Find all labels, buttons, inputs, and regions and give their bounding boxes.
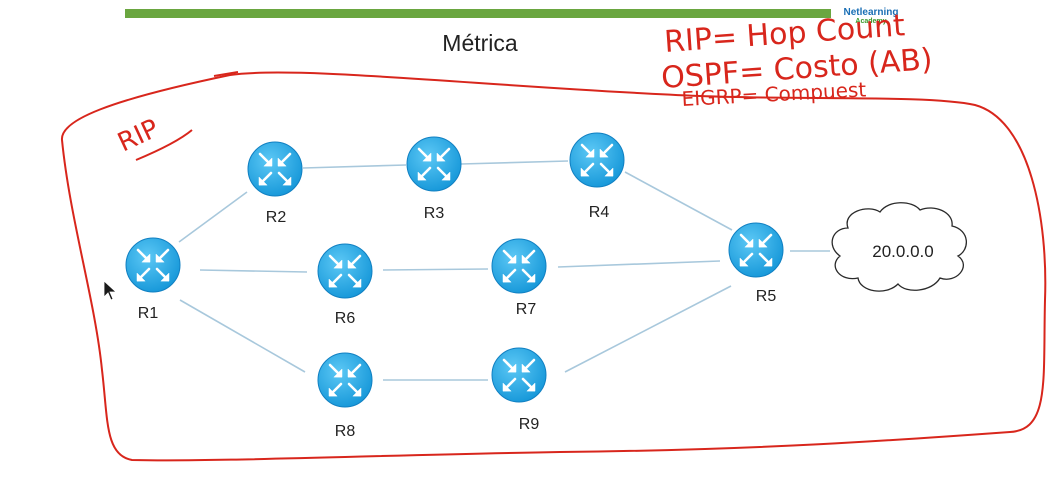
logo-name: Netlearning [843, 7, 899, 18]
logo-sub: Academy [855, 18, 887, 25]
router-r1-icon [124, 236, 182, 294]
link-r2-r3 [302, 164, 407, 169]
router-r3-icon [405, 135, 463, 193]
link-r6-r7 [382, 268, 489, 271]
slide-title: Métrica [442, 30, 518, 56]
link-r3-r4 [460, 160, 569, 165]
router-r2-label: R2 [266, 209, 287, 226]
router-r3-label: R3 [424, 205, 445, 222]
link-r4-r5 [624, 171, 733, 231]
rip-underline [135, 129, 193, 161]
router-r5-icon [727, 221, 785, 279]
link-r1-r6 [199, 269, 308, 273]
link-r1-r2 [178, 191, 248, 243]
link-r7-r5 [557, 260, 721, 268]
cloud-icon [831, 202, 967, 292]
router-r5-label: R5 [756, 288, 777, 305]
router-r7-label: R7 [516, 301, 537, 318]
links [178, 160, 830, 381]
router-r4-label: R4 [589, 204, 610, 221]
router-r1-label: R1 [138, 305, 159, 322]
router-r9-icon [490, 346, 548, 404]
link-r9-r5 [564, 285, 732, 373]
router-r8-label: R8 [335, 423, 356, 440]
rip-domain-outline [60, 71, 1047, 462]
network-label: 20.0.0.0 [872, 242, 933, 261]
router-r4-icon [568, 131, 626, 189]
router-r6-label: R6 [335, 310, 356, 327]
link-r1-r8 [179, 299, 306, 373]
router-r7-icon [490, 237, 548, 295]
router-r9-label: R9 [519, 416, 540, 433]
router-r2-icon [246, 140, 304, 198]
router-r8-icon [316, 351, 374, 409]
mouse-cursor-icon [103, 280, 118, 301]
top-green-bar [125, 9, 831, 18]
router-r6-icon [316, 242, 374, 300]
outline-tick [213, 71, 239, 77]
netlearning-logo: Netlearning Academy [832, 7, 910, 26]
